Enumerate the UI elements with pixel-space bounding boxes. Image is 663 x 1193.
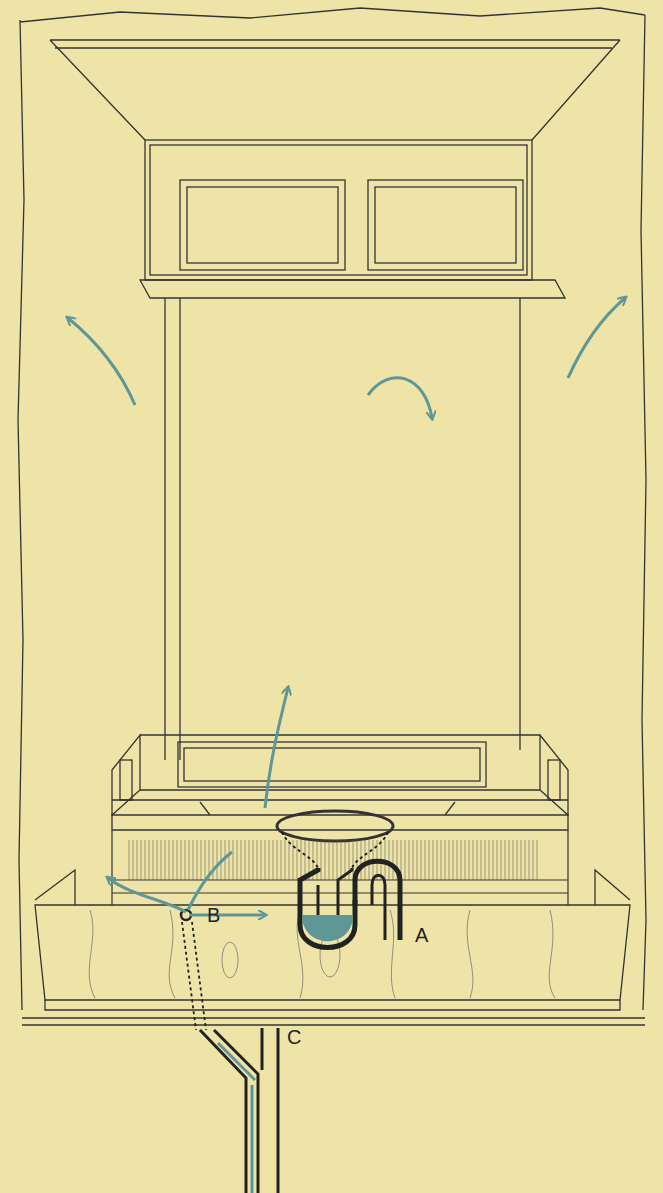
back-panel (165, 298, 520, 760)
part-letter: B (207, 905, 220, 925)
trap-pipe (282, 832, 400, 948)
seat (112, 735, 568, 841)
air-flow-arrows (68, 298, 625, 1193)
part-letter: A (415, 925, 428, 945)
drain-pipes (181, 910, 278, 1193)
part-letter: C (287, 1027, 301, 1047)
trap-water (302, 915, 353, 941)
walls (18, 8, 646, 1010)
seat-front (112, 830, 568, 905)
wall-cabinet (140, 140, 565, 298)
